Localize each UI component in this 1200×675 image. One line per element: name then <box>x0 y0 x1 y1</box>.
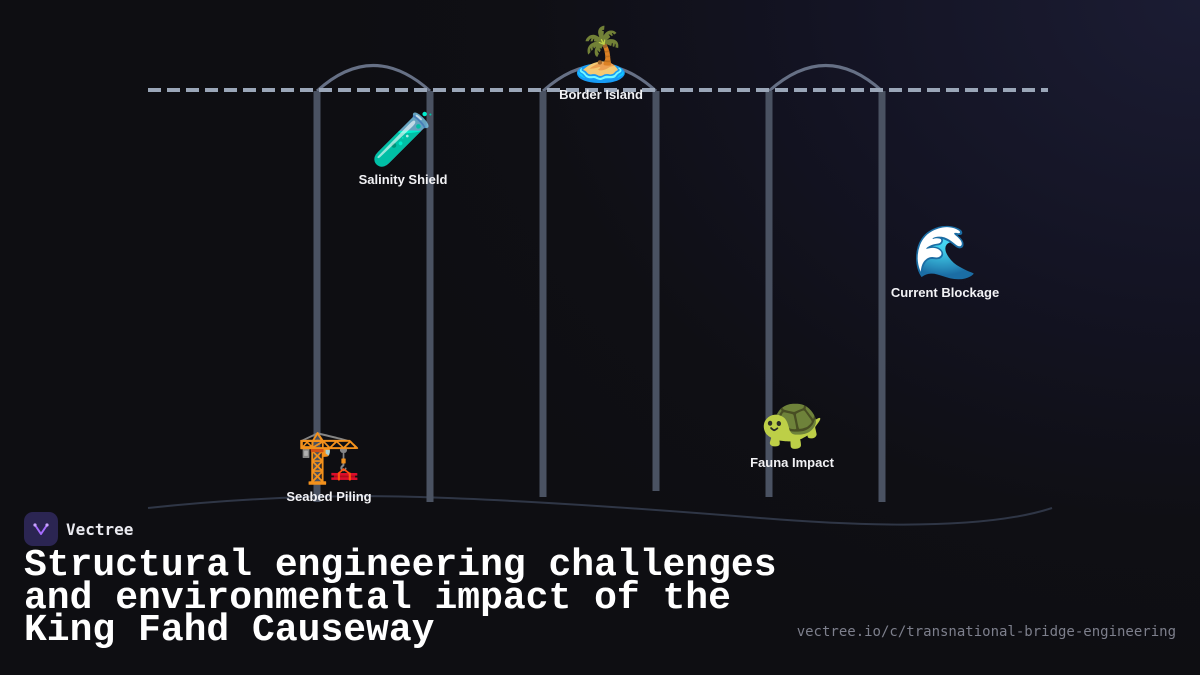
node-current-blockage: 🌊 Current Blockage <box>891 223 999 300</box>
node-seabed-piling: 🏗️ Seabed Piling <box>286 427 371 504</box>
node-label: Border Island <box>559 87 643 102</box>
turtle-icon: 🐢 <box>759 393 825 453</box>
node-fauna-impact: 🐢 Fauna Impact <box>750 393 834 470</box>
node-label: Current Blockage <box>890 285 1000 300</box>
arch <box>768 64 884 93</box>
node-salinity-shield: 🧪 Salinity Shield <box>359 110 448 187</box>
brand-name: Vectree <box>66 519 134 539</box>
node-label: Fauna Impact <box>750 455 834 470</box>
vectree-logo-icon <box>24 512 58 546</box>
arch <box>315 64 431 93</box>
wave-icon: 🌊 <box>912 223 978 283</box>
source-url: vectree.io/c/transnational-bridge-engine… <box>796 624 1176 640</box>
palm-island-icon: 🏝️ <box>568 25 634 85</box>
seabed-line <box>147 495 1053 526</box>
brand: Vectree <box>24 512 133 546</box>
construction-crane-icon: 🏗️ <box>296 427 362 487</box>
node-label: Salinity Shield <box>358 172 448 187</box>
node-border-island: 🏝️ Border Island <box>559 25 643 102</box>
node-label: Seabed Piling <box>286 489 372 504</box>
arch <box>542 64 658 93</box>
page-title: Structural engineering challenges and en… <box>24 544 777 652</box>
test-tube-icon: 🧪 <box>370 110 436 170</box>
